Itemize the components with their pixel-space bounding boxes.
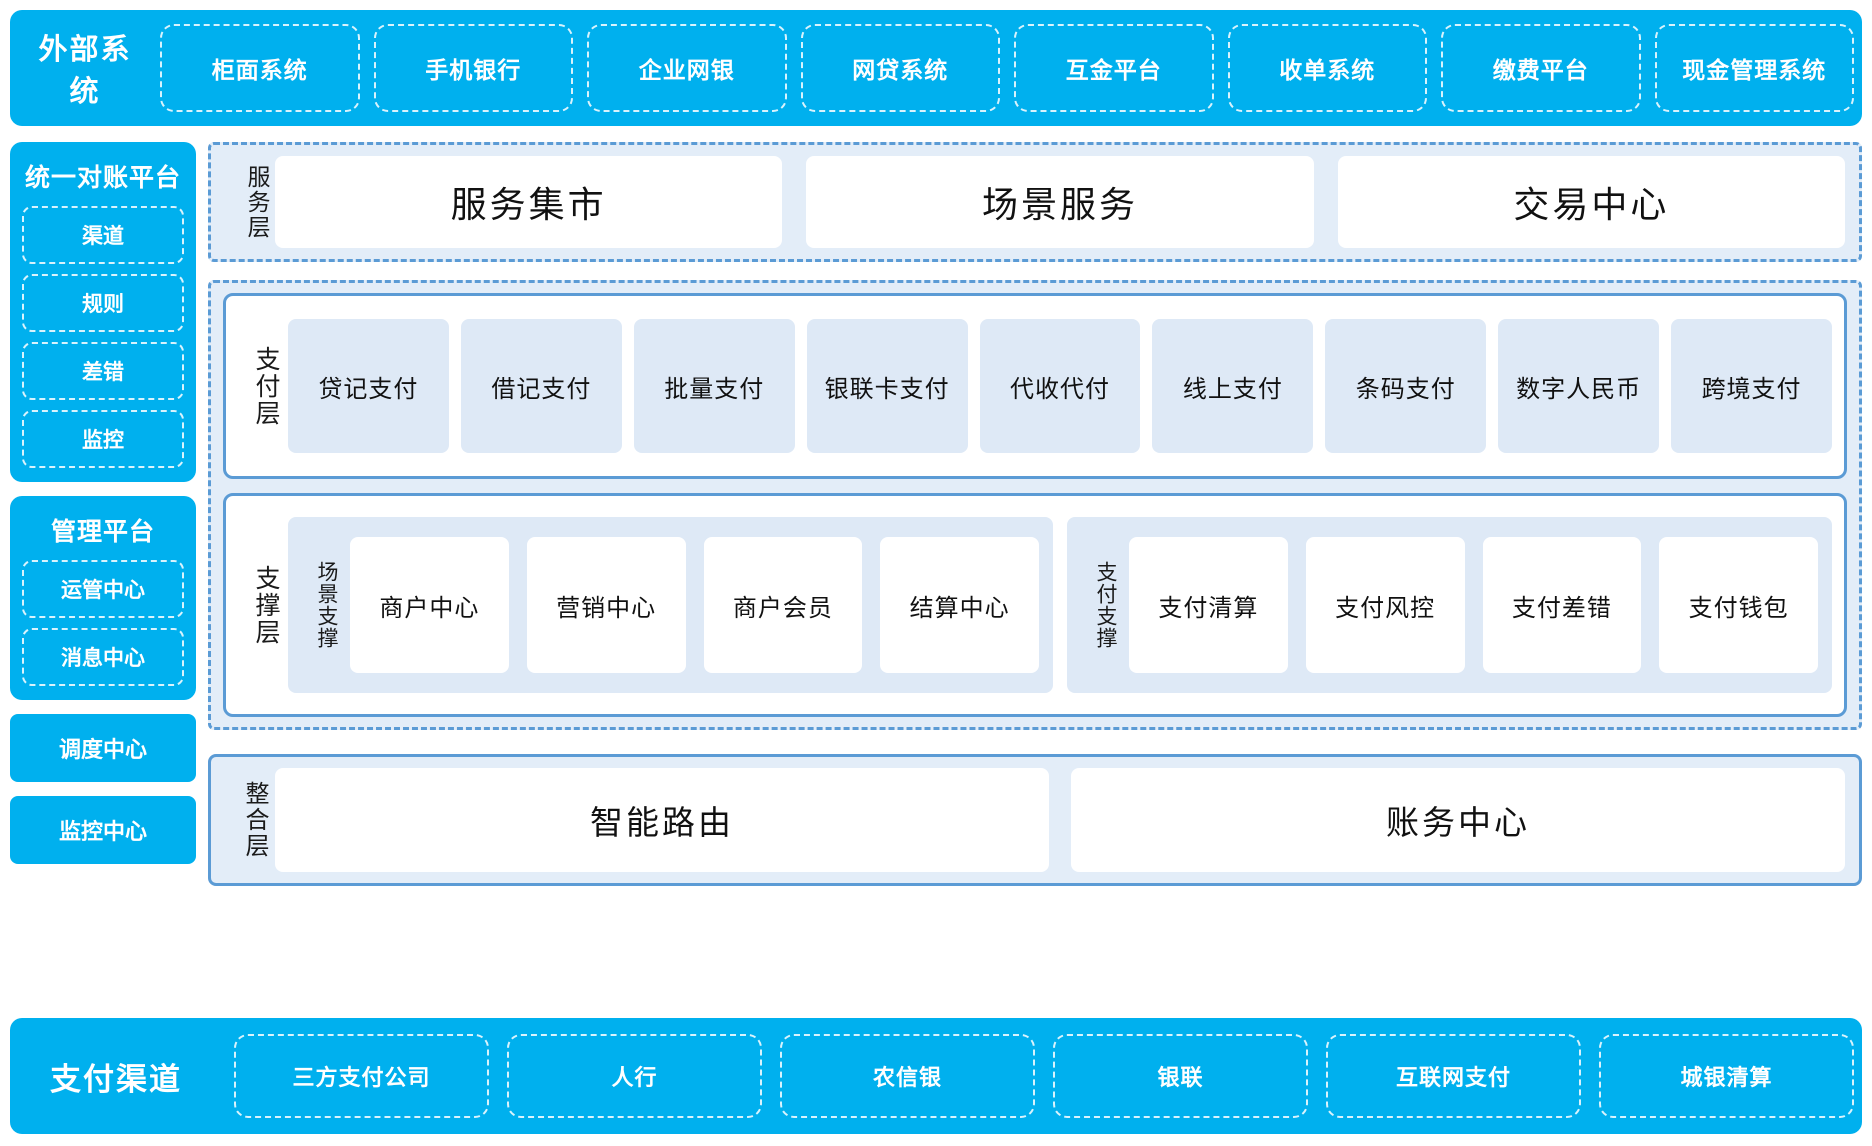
external-system-item[interactable]: 企业网银	[587, 24, 787, 112]
sidebar-item-rule[interactable]: 规则	[22, 274, 184, 332]
management-platform-title: 管理平台	[50, 518, 155, 546]
service-layer-label: 服务层	[244, 164, 270, 240]
service-layer: 服务层 服务集市 场景服务 交易中心	[208, 142, 1862, 262]
payment-item-debit[interactable]: 借记支付	[460, 319, 622, 453]
payment-item-unionpay-card[interactable]: 银联卡支付	[806, 319, 968, 453]
sidebar: 统一对账平台 渠道 规则 差错 监控 管理平台 运管中心 消息中心 调度中心 监…	[10, 142, 196, 878]
sidebar-panel-reconciliation: 统一对账平台 渠道 规则 差错 监控	[10, 142, 196, 482]
support-item-marketing-center[interactable]: 营销中心	[526, 537, 686, 673]
service-item-marketplace[interactable]: 服务集市	[275, 156, 783, 248]
payment-item-digital-rmb[interactable]: 数字人民币	[1498, 319, 1660, 453]
external-system-item[interactable]: 网贷系统	[800, 24, 1000, 112]
sidebar-item-monitor[interactable]: 监控	[22, 410, 184, 468]
support-item-merchant-member[interactable]: 商户会员	[703, 537, 863, 673]
service-item-transaction-center[interactable]: 交易中心	[1337, 156, 1845, 248]
sidebar-panel-management: 管理平台 运管中心 消息中心	[10, 496, 196, 700]
channel-item-cityclearing[interactable]: 城银清算	[1599, 1034, 1854, 1118]
payment-item-cross-border[interactable]: 跨境支付	[1671, 319, 1833, 453]
payment-channel-title: 支付渠道	[50, 1061, 182, 1097]
support-item-payment-risk[interactable]: 支付风控	[1305, 537, 1465, 673]
main-layers: 服务层 服务集市 场景服务 交易中心 支付层 贷记支付 借记支付 批量支付 银联…	[208, 142, 1862, 886]
support-item-payment-clearing[interactable]: 支付清算	[1129, 537, 1288, 673]
sidebar-item-monitoring-center[interactable]: 监控中心	[10, 796, 196, 864]
external-system-item[interactable]: 互金平台	[1014, 24, 1214, 112]
payment-layer-label: 支付层	[252, 345, 280, 427]
service-layer-items: 服务集市 场景服务 交易中心	[275, 156, 1845, 248]
channel-item-pboc[interactable]: 人行	[507, 1034, 762, 1118]
sidebar-item-message-center[interactable]: 消息中心	[22, 628, 184, 686]
sidebar-item-scheduling-center[interactable]: 调度中心	[10, 714, 196, 782]
support-item-payment-error[interactable]: 支付差错	[1482, 537, 1642, 673]
support-group-scenario: 场景支撑 商户中心 营销中心 商户会员 结算中心	[288, 517, 1053, 693]
support-layer-label: 支撑层	[252, 564, 280, 646]
external-system-item[interactable]: 柜面系统	[160, 24, 360, 112]
external-systems-list: 柜面系统 手机银行 企业网银 网贷系统 互金平台 收单系统 缴费平台 现金管理系…	[160, 24, 1862, 112]
channel-item-rcc[interactable]: 农信银	[780, 1034, 1035, 1118]
external-system-item[interactable]: 收单系统	[1227, 24, 1427, 112]
payment-item-barcode[interactable]: 条码支付	[1325, 319, 1487, 453]
support-layer: 支撑层 场景支撑 商户中心 营销中心 商户会员 结算中心 支付支撑	[223, 493, 1847, 717]
payment-layer-items: 贷记支付 借记支付 批量支付 银联卡支付 代收代付 线上支付 条码支付 数字人民…	[288, 319, 1833, 453]
external-system-item[interactable]: 缴费平台	[1441, 24, 1641, 112]
service-item-scenario[interactable]: 场景服务	[806, 156, 1314, 248]
external-system-item[interactable]: 现金管理系统	[1654, 24, 1854, 112]
integration-layer-items: 智能路由 账务中心	[275, 768, 1845, 872]
payment-support-label: 支付支撑	[1094, 561, 1117, 649]
external-systems-title: 外部系统	[38, 34, 132, 108]
sidebar-item-operation-center[interactable]: 运管中心	[22, 560, 184, 618]
payment-item-collection-payment[interactable]: 代收代付	[979, 319, 1141, 453]
payment-item-online[interactable]: 线上支付	[1152, 319, 1314, 453]
support-group-payment: 支付支撑 支付清算 支付风控 支付差错 支付钱包	[1067, 517, 1832, 693]
payment-layer: 支付层 贷记支付 借记支付 批量支付 银联卡支付 代收代付 线上支付 条码支付 …	[223, 293, 1847, 479]
payment-item-credit[interactable]: 贷记支付	[288, 319, 449, 453]
integration-layer: 整合层 智能路由 账务中心	[208, 754, 1862, 886]
sidebar-item-error[interactable]: 差错	[22, 342, 184, 400]
payment-item-batch[interactable]: 批量支付	[633, 319, 795, 453]
external-systems-band: 外部系统 柜面系统 手机银行 企业网银 网贷系统 互金平台 收单系统 缴费平台 …	[10, 10, 1862, 126]
support-item-payment-wallet[interactable]: 支付钱包	[1659, 537, 1818, 673]
sidebar-item-channel[interactable]: 渠道	[22, 206, 184, 264]
payment-channel-band: 支付渠道 三方支付公司 人行 农信银 银联 互联网支付 城银清算	[10, 1018, 1862, 1134]
support-item-settlement-center[interactable]: 结算中心	[880, 537, 1039, 673]
integration-layer-label: 整合层	[241, 781, 268, 859]
support-item-merchant-center[interactable]: 商户中心	[350, 537, 509, 673]
payment-channel-list: 三方支付公司 人行 农信银 银联 互联网支付 城银清算	[222, 1034, 1862, 1118]
scenario-support-label: 场景支撑	[315, 561, 338, 649]
integration-item-accounting-center[interactable]: 账务中心	[1071, 768, 1845, 872]
core-platform-container: 支付层 贷记支付 借记支付 批量支付 银联卡支付 代收代付 线上支付 条码支付 …	[208, 280, 1862, 730]
channel-item-unionpay[interactable]: 银联	[1053, 1034, 1308, 1118]
channel-item-internet-payment[interactable]: 互联网支付	[1326, 1034, 1581, 1118]
support-layer-groups: 场景支撑 商户中心 营销中心 商户会员 结算中心 支付支撑 支付清算 支付风控	[288, 517, 1832, 693]
integration-item-smart-routing[interactable]: 智能路由	[275, 768, 1049, 872]
external-system-item[interactable]: 手机银行	[373, 24, 573, 112]
reconciliation-platform-title: 统一对账平台	[24, 164, 181, 192]
channel-item-third-party[interactable]: 三方支付公司	[234, 1034, 489, 1118]
scenario-support-items: 商户中心 营销中心 商户会员 结算中心	[350, 537, 1039, 673]
payment-support-items: 支付清算 支付风控 支付差错 支付钱包	[1129, 537, 1818, 673]
